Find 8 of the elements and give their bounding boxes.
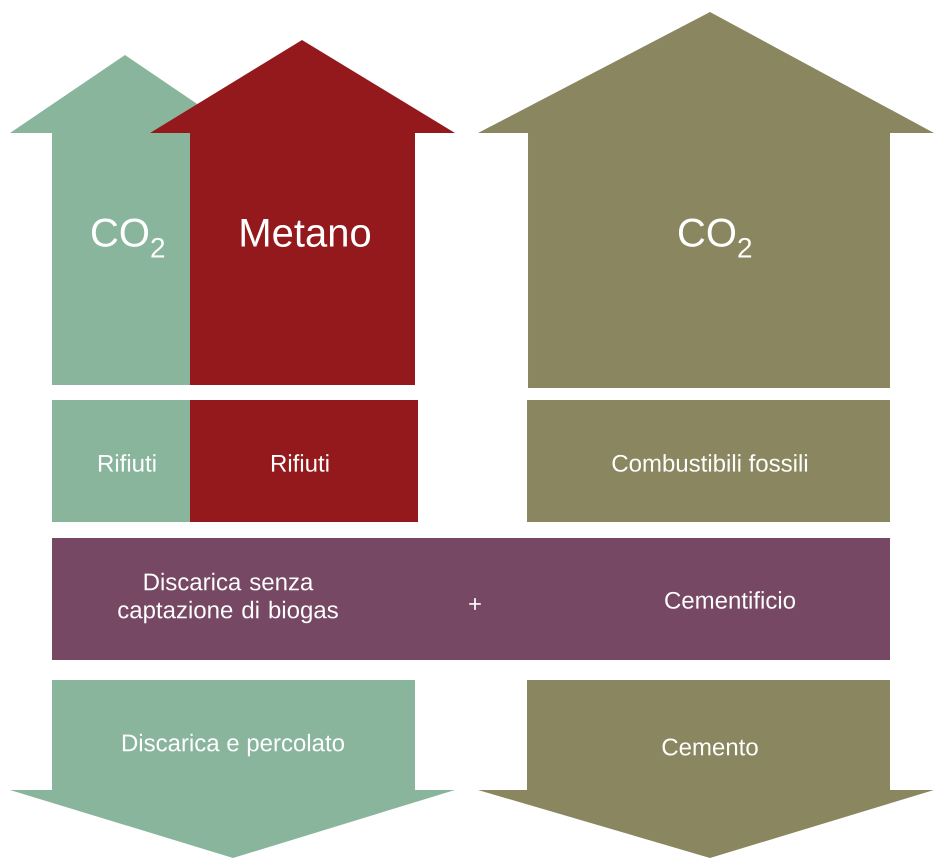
upward-pointing-block: CO$_{2}$ [478,12,934,388]
waste-box: Rifiuti [52,400,190,522]
upward-pointing-block: CO$_{2}$ [10,55,240,385]
downward-pointing-block: Discarica e percolato [10,680,455,858]
fuel-box: Combustibili fossili [527,400,890,522]
waste-box: Rifiuti [190,400,418,522]
downward-pointing-block: Cemento [478,680,934,858]
process-band: Discarica senza captazione di biogas + Cementificio [52,538,890,660]
